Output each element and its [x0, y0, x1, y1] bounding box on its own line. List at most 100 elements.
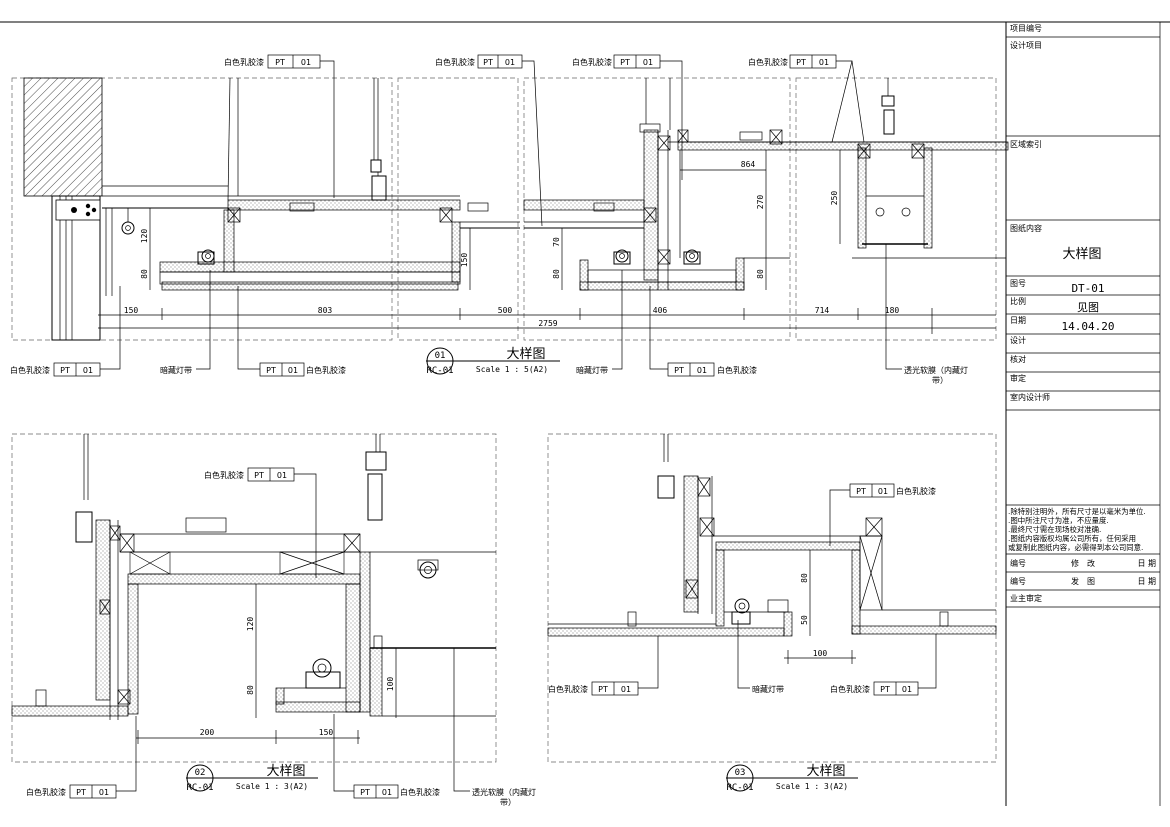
- svg-text:01: 01: [382, 788, 392, 797]
- dim-03-100: 100: [813, 649, 828, 658]
- svg-text:透光软膜（内藏灯: 透光软膜（内藏灯: [904, 365, 968, 375]
- tag-02-d: 透光软膜（内藏灯 带）: [453, 648, 536, 807]
- svg-text:白色乳胶漆: 白色乳胶漆: [572, 57, 612, 67]
- tag-01-e: 白色乳胶漆 PT 01: [10, 286, 121, 377]
- approve-label: 审定: [1010, 373, 1026, 383]
- note-line-1: .除特别注明外，所有尺寸是以毫米为单位.: [1008, 507, 1146, 516]
- svg-text:01: 01: [902, 685, 912, 694]
- tag-03-b: 白色乳胶漆 PT 01: [548, 636, 659, 696]
- detail-02-dimensions: 120 80 100 200 150: [136, 584, 397, 744]
- svg-text:01: 01: [301, 58, 311, 67]
- svg-text:01: 01: [83, 366, 93, 375]
- svg-text:01: 01: [505, 58, 515, 67]
- light-fixture-4: [305, 658, 341, 689]
- dim-02-v80: 80: [246, 685, 255, 695]
- detail-01: 150 803 500 406 714 180 2759 120 80 150 …: [10, 54, 1009, 385]
- dim-01-150: 150: [124, 306, 139, 315]
- detail-03-frame: [547, 433, 997, 763]
- svg-text:白色乳胶漆: 白色乳胶漆: [548, 684, 588, 694]
- tag-01-h: 暗藏灯带: [576, 270, 623, 375]
- detail-03-title-text: 大样图: [806, 764, 845, 779]
- svg-text:01: 01: [643, 58, 653, 67]
- dim-02-200: 200: [200, 728, 215, 737]
- detail-01-scale: Scale 1 : 5(A2): [476, 365, 548, 374]
- tag-01-d: 白色乳胶漆 PT 01: [748, 54, 865, 143]
- svg-text:暗藏灯带: 暗藏灯带: [576, 365, 608, 375]
- wall-hatched: [23, 77, 103, 197]
- detail-03: 80 50 100 PT 01 白色乳胶漆 白色乳胶漆 PT 01 暗藏灯带: [547, 433, 997, 793]
- detail-02-title-text: 大样图: [266, 764, 305, 779]
- tag-01-b: 白色乳胶漆 PT 01: [435, 54, 543, 227]
- svg-text:PT: PT: [254, 471, 264, 480]
- detail-02-num: 02: [195, 768, 206, 778]
- rev-date-label: 日 期: [1137, 559, 1156, 568]
- issue-no-label: 编号: [1010, 576, 1026, 586]
- note-line-5: 或复制此图纸内容，必需得到本公司同意.: [1008, 543, 1143, 552]
- rev-no-label: 编号: [1010, 558, 1026, 568]
- issue-label: 发 图: [1071, 576, 1095, 586]
- dim-03-v80: 80: [800, 573, 809, 583]
- svg-text:白色乳胶漆: 白色乳胶漆: [224, 57, 264, 67]
- dim-02-v120: 120: [246, 617, 255, 632]
- note-line-2: .图中所注尺寸为准，不应量度.: [1008, 516, 1109, 525]
- svg-text:白色乳胶漆: 白色乳胶漆: [748, 57, 788, 67]
- tag-02-c: PT 01 白色乳胶漆: [333, 714, 440, 799]
- svg-text:PT: PT: [598, 685, 608, 694]
- dim-01-803: 803: [318, 306, 333, 315]
- dim-01-500: 500: [498, 306, 513, 315]
- tag-03-d: 白色乳胶漆 PT 01: [830, 634, 937, 696]
- detail-03-dimensions: 80 50 100: [784, 550, 856, 664]
- svg-text:01: 01: [621, 685, 631, 694]
- svg-text:PT: PT: [360, 788, 370, 797]
- svg-text:01: 01: [288, 366, 298, 375]
- dim-01-v120: 120: [140, 229, 149, 244]
- project-no-label: 项目编号: [1010, 23, 1042, 33]
- svg-text:PT: PT: [796, 58, 806, 67]
- detail-01-frame-d: [795, 77, 997, 341]
- svg-text:01: 01: [697, 366, 707, 375]
- svg-text:PT: PT: [483, 58, 493, 67]
- drawing-no-value: DT-01: [1071, 282, 1104, 295]
- svg-text:带）: 带）: [500, 798, 516, 807]
- detail-01-ref: RC-01: [426, 366, 453, 376]
- dim-01-total: 2759: [538, 319, 557, 328]
- svg-text:白色乳胶漆: 白色乳胶漆: [204, 470, 244, 480]
- date-value: 14.04.20: [1062, 320, 1115, 333]
- light-fixture-3: [683, 249, 701, 265]
- detail-03-ref: RC-01: [726, 783, 753, 793]
- svg-text:PT: PT: [674, 366, 684, 375]
- detail-01-num: 01: [435, 351, 446, 361]
- dim-01-v80: 80: [140, 269, 149, 279]
- dim-01-v150: 150: [460, 253, 469, 268]
- tag-02-b: 白色乳胶漆 PT 01: [26, 716, 137, 799]
- tag-01-a: 白色乳胶漆 PT 01: [224, 54, 335, 198]
- dim-01-v80b: 80: [552, 269, 561, 279]
- drawing-content-label: 图纸内容: [1010, 223, 1042, 233]
- dim-01-v80c: 80: [756, 269, 765, 279]
- issue-date-label: 日 期: [1137, 577, 1156, 586]
- tag-03-c: 暗藏灯带: [737, 620, 784, 694]
- design-label: 设计: [1010, 335, 1026, 345]
- check-label: 核对: [1010, 354, 1026, 364]
- svg-text:白色乳胶漆: 白色乳胶漆: [717, 365, 757, 375]
- scale-value: 见图: [1077, 301, 1099, 314]
- svg-text:PT: PT: [275, 58, 285, 67]
- dim-01-v270: 270: [756, 195, 765, 210]
- tag-01-i: PT 01 白色乳胶漆: [649, 286, 757, 377]
- dim-02-150: 150: [319, 728, 334, 737]
- detail-03-num: 03: [735, 768, 746, 778]
- svg-text:带）: 带）: [932, 376, 948, 385]
- curtain-roller: [121, 221, 135, 235]
- dim-01-v250: 250: [830, 191, 839, 206]
- tag-02-a: 白色乳胶漆 PT 01: [204, 467, 317, 578]
- svg-text:PT: PT: [76, 788, 86, 797]
- detail-03-scale: Scale 1 : 3(A2): [776, 782, 848, 791]
- drawing-no-label: 图号: [1010, 279, 1026, 288]
- dim-02-v100: 100: [386, 677, 395, 692]
- svg-text:PT: PT: [60, 366, 70, 375]
- designer-label: 室内设计师: [1010, 392, 1050, 402]
- tag-01-j: 透光软膜（内藏灯 带）: [885, 244, 968, 385]
- detail-01-title: 01 RC-01 大样图 Scale 1 : 5(A2): [426, 347, 560, 376]
- dim-01-714: 714: [815, 306, 830, 315]
